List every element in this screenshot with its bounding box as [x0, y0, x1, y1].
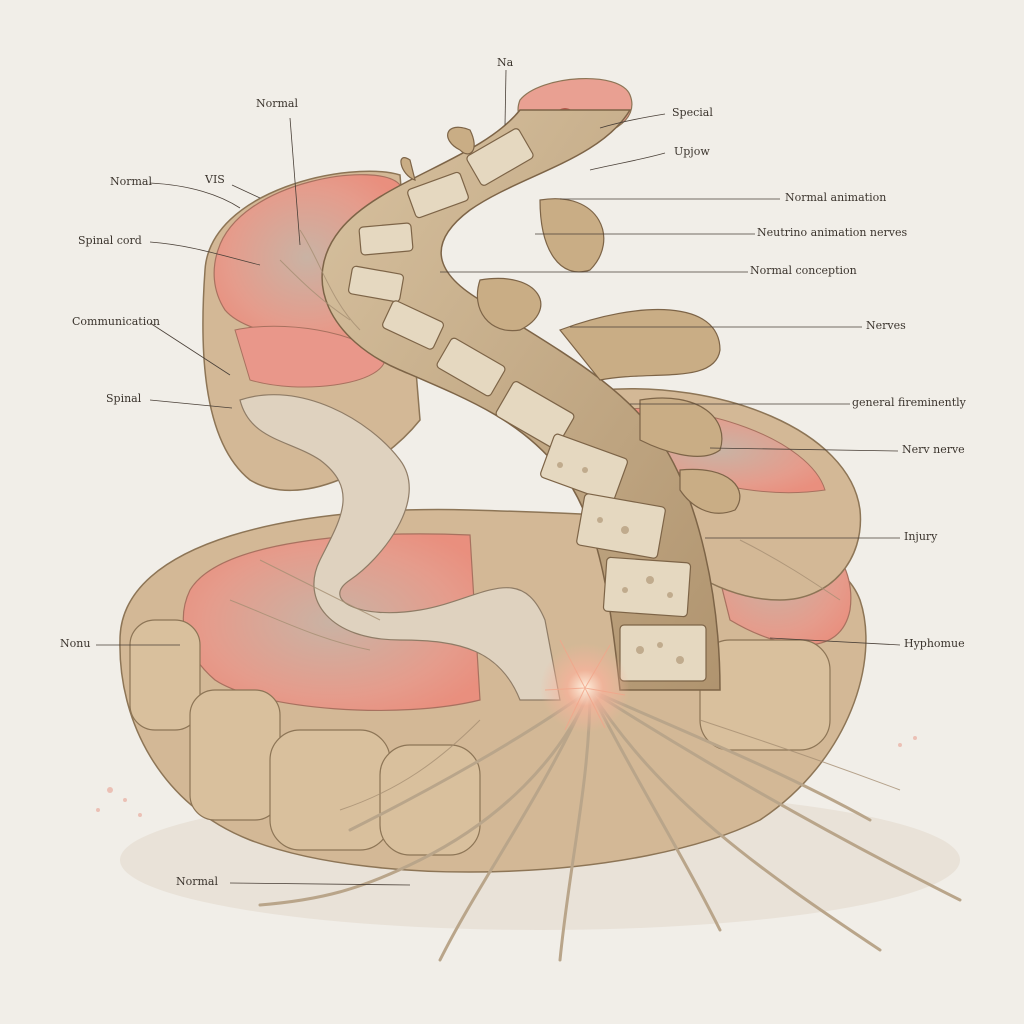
label-right-5: Normal conception — [750, 264, 857, 277]
leader-lines — [96, 69, 901, 886]
label-right-6: Nerves — [866, 319, 906, 332]
label-left-4: Spinal cord — [78, 234, 142, 247]
fine-nerves — [229, 229, 901, 811]
label-right-4: Neutrino animation nerves — [757, 226, 908, 239]
label-right-8: Nerv nerve — [902, 443, 965, 456]
pink-specks — [96, 736, 917, 817]
label-left-1: Normal — [256, 97, 299, 110]
label-left-6: Spinal — [106, 392, 142, 405]
label-left-3: VIS — [205, 173, 225, 186]
label-top: Na — [497, 56, 514, 69]
label-right-9: Injury — [904, 530, 938, 543]
bone-texture — [557, 462, 684, 664]
label-left-5: Communication — [72, 315, 160, 328]
label-right-7: general fireminently — [852, 396, 966, 409]
label-left-2: Normal — [110, 175, 153, 188]
label-left-7: Nonu — [60, 637, 91, 650]
label-right-1: Special — [672, 106, 713, 119]
label-right-2: Upjow — [674, 145, 710, 158]
fat-lobules — [129, 619, 831, 856]
label-right-3: Normal animation — [785, 191, 887, 204]
vertebra-segments — [347, 128, 707, 682]
spinal-cord-bundle — [239, 394, 561, 701]
label-right-10: Hyphomue — [904, 637, 965, 650]
label-left-8: Normal — [176, 875, 219, 888]
injury-rays — [544, 639, 626, 731]
